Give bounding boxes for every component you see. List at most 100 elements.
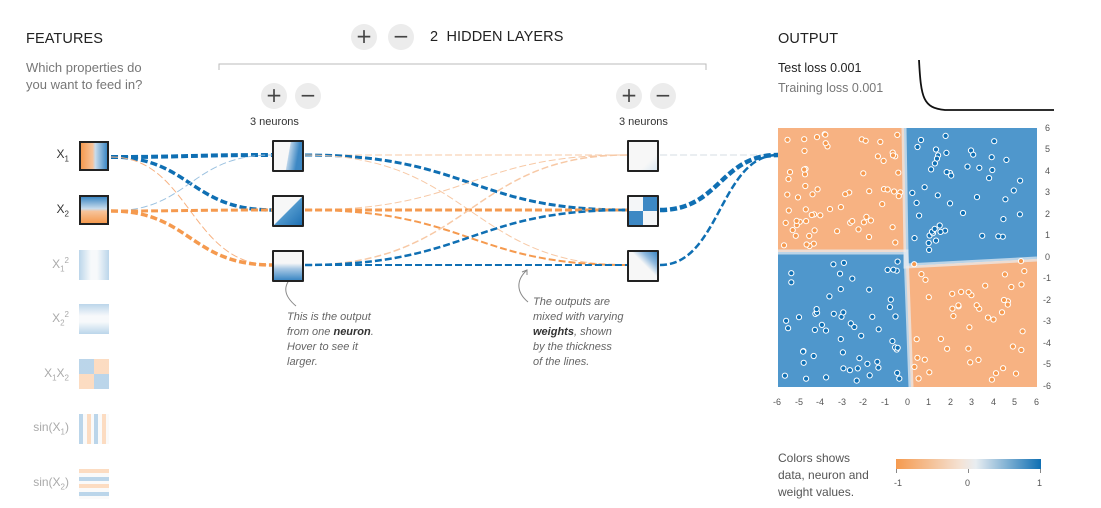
link-h13-h21[interactable] [304,154,628,266]
data-point [818,321,826,328]
data-point [986,175,993,182]
features-subtitle-line1: Which properties do [26,60,142,75]
data-point [959,209,967,217]
data-point [1000,216,1007,223]
color-legend-text: Colors shows data, neuron and weight val… [778,451,869,499]
feature-tile-x1x2[interactable] [79,359,109,389]
layer2-add-neuron-button[interactable]: + [616,83,642,109]
data-point [877,138,884,145]
neuron-layer1-2[interactable] [272,195,304,227]
data-point [909,189,916,197]
feature-tile-x1-squared[interactable] [79,250,109,280]
data-point [895,169,902,176]
data-point [914,354,921,361]
link-x2-h12[interactable] [110,208,273,213]
feature-tile-x2[interactable] [79,195,109,225]
link-x1-h13[interactable] [110,156,273,266]
legend-min-label: -1 [894,478,903,488]
data-point [834,228,841,235]
x-tick: -6 [773,397,782,407]
data-point [793,217,800,225]
hidden-layers-label: HIDDEN LAYERS [446,29,564,45]
data-point [949,305,956,312]
data-point [869,313,876,320]
data-point [846,367,854,374]
data-point [784,191,791,198]
neuron-layer2-3[interactable] [627,250,659,282]
data-point [788,270,795,277]
data-point [914,143,921,151]
feature-tile-x1[interactable] [79,141,109,171]
data-point [934,192,941,199]
data-point [889,152,897,159]
data-point [795,314,803,321]
data-point [925,294,932,301]
neuron-layer1-1[interactable] [272,140,304,172]
link-h12-h21[interactable] [304,154,628,211]
data-point [894,131,901,138]
feature-label-x2: X2 [56,202,69,219]
add-layer-button[interactable]: + [351,24,377,50]
data-point [1018,281,1025,288]
quadrant-bottom-right [906,259,1037,387]
data-point [949,290,956,297]
data-point [862,137,869,144]
output-heatmap[interactable] [778,128,1037,387]
data-point [932,237,940,244]
data-point [814,186,821,193]
data-point [1004,301,1011,308]
layer2-remove-neuron-button[interactable]: − [650,83,676,109]
link-x2-h13[interactable] [110,209,273,267]
data-point [813,306,820,313]
layer1-remove-neuron-button[interactable]: − [295,83,321,109]
features-subtitle: Which properties do you want to feed in? [26,59,142,93]
data-point [1000,365,1007,372]
x-tick: 5 [1012,397,1018,407]
link-h11-h22[interactable] [304,153,628,212]
loss-curve [918,59,1054,111]
link-h23-out[interactable] [659,153,779,267]
link-h13-h22[interactable] [304,208,628,267]
data-point [789,227,796,234]
data-point [785,325,792,332]
link-x2-h11[interactable] [110,154,273,212]
data-point [847,320,854,327]
data-point [865,233,873,241]
neuron-layer1-3[interactable] [272,250,304,282]
remove-layer-button[interactable]: − [388,24,414,50]
data-point [866,286,873,293]
data-point [886,304,894,311]
x-tick: 3 [969,397,975,407]
data-point [864,360,871,367]
data-point [849,275,856,282]
link-h12-h23[interactable] [304,209,628,266]
feature-label-sin-x1: sin(X1) [33,420,69,437]
y-tick: 4 [1045,166,1051,176]
hidden-layers-heading: 2 HIDDEN LAYERS [430,29,564,45]
data-point [858,332,865,339]
data-point [1021,268,1028,275]
data-point [889,338,896,345]
data-point [875,326,882,333]
data-point [936,222,943,229]
link-x1-h11[interactable] [110,153,273,159]
link-x1-h12[interactable] [110,155,273,212]
feature-tile-sin-x2[interactable] [79,469,109,499]
data-point [851,323,858,331]
data-point [1010,187,1017,194]
data-point [973,302,980,309]
data-point [811,227,818,234]
data-point [784,136,791,143]
data-point [1012,370,1020,377]
neuron-layer2-1[interactable] [627,140,659,172]
link-h22-out[interactable] [659,152,779,213]
y-tick: -6 [1043,381,1052,391]
layer1-add-neuron-button[interactable]: + [261,83,287,109]
feature-tile-sin-x1[interactable] [79,414,109,444]
data-point [1017,258,1025,265]
hidden-layers-bracket [218,63,707,70]
data-point [803,375,810,382]
neuron-layer2-2[interactable] [627,195,659,227]
y-tick: -4 [1043,338,1052,348]
feature-tile-x2-squared[interactable] [79,304,109,334]
